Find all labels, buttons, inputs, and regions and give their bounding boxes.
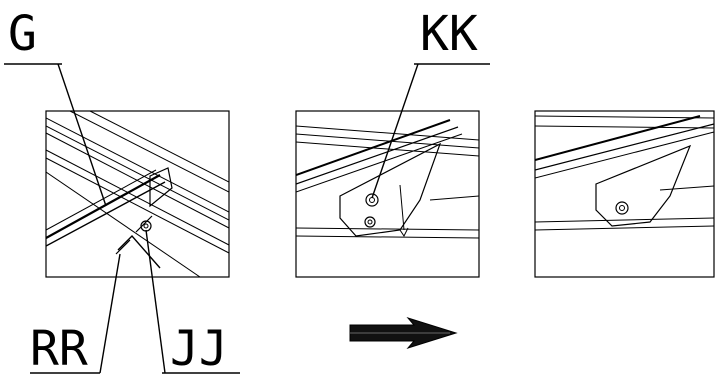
callout-g: G [4,6,107,207]
callout-rr: RR [30,253,121,377]
panel-1-before [45,110,230,278]
panel-3-after [534,110,715,278]
callout-g-leader [57,63,107,207]
callout-kk: KK [371,6,490,199]
next-step-arrow-icon [349,317,458,349]
panel-2-middle [295,110,480,278]
callout-jj-label: JJ [170,321,228,377]
callout-rr-leader [99,253,121,374]
callout-rr-label: RR [30,321,88,377]
callout-kk-leader [371,63,419,199]
panel-3-frame [534,110,715,278]
callout-g-label: G [8,6,37,62]
callout-kk-label: KK [420,6,478,62]
callout-jj-leader [145,229,166,374]
panel-2-frame [295,110,480,278]
callout-jj: JJ [145,229,240,377]
panel-1-frame [45,110,230,278]
